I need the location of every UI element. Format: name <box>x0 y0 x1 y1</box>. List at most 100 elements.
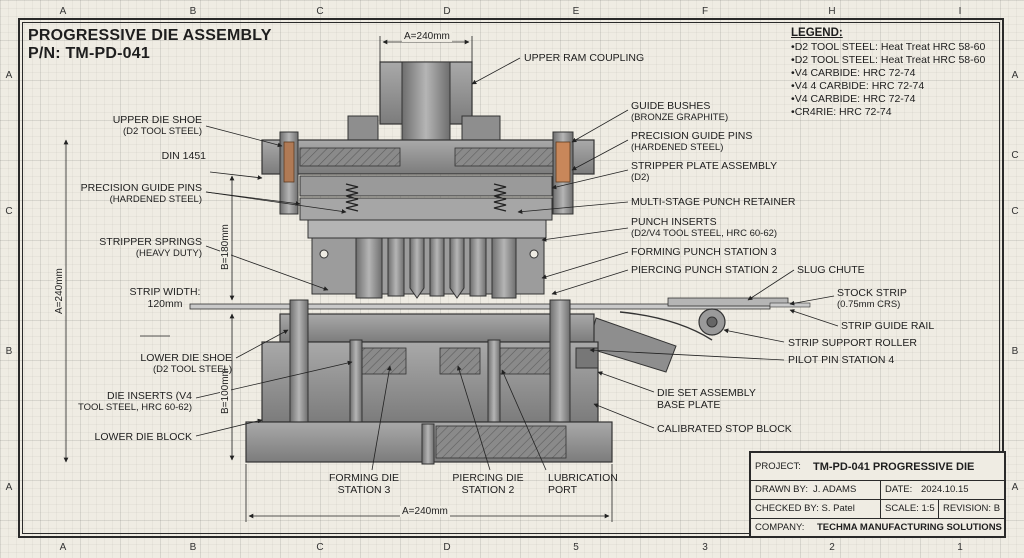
zone-bottom: 5 <box>573 542 579 553</box>
label-sub: (0.75mm CRS) <box>837 299 901 310</box>
label-text: GUIDE BUSHES <box>631 100 711 112</box>
label-text: FORMING DIE <box>329 472 399 484</box>
zone-top: E <box>572 6 580 17</box>
lower-die-block <box>261 341 599 423</box>
zone-right: C <box>1011 150 1019 161</box>
stock-strip <box>189 297 811 310</box>
label-guide-bushes: GUIDE BUSHES (BRONZE GRAPHITE) <box>631 100 728 124</box>
label-text: PRECISION GUIDE PINS <box>631 130 753 142</box>
revision: REVISION: B <box>939 499 1004 518</box>
label-stripper-plate-assembly: STRIPPER PLATE ASSEMBLY (D2) <box>631 160 777 184</box>
zone-left: B <box>5 346 13 357</box>
strip-width-label: STRIP WIDTH: 120mm <box>120 286 210 310</box>
zone-bottom: D <box>443 542 451 553</box>
label-precision-guide-pins-right: PRECISION GUIDE PINS (HARDENED STEEL) <box>631 130 752 154</box>
company-value: TECHMA MANUFACTURING SOLUTIONS <box>817 521 1002 533</box>
label-calibrated-stop-block: CALIBRATED STOP BLOCK <box>657 423 792 435</box>
stripper-plate-assembly <box>299 175 553 239</box>
label-sub: STATION 2 <box>461 484 515 496</box>
label-text: DIE SET ASSEMBLY <box>657 387 756 399</box>
scale: SCALE: 1:5 <box>881 499 939 518</box>
project-label: PROJECT: <box>755 461 801 472</box>
drawing-border <box>18 18 1004 538</box>
zone-top: C <box>316 6 324 17</box>
zone-left: C <box>5 206 13 217</box>
lower-guide-pins <box>289 299 571 425</box>
label-pilot-pin-station-4: PILOT PIN STATION 4 <box>788 354 895 366</box>
title-block-drawn-row: DRAWN BY: J. ADAMS DATE: 2024.10.15 <box>751 480 1004 500</box>
legend-heading: LEGEND: <box>791 27 843 39</box>
guide-bush-icon <box>555 141 571 183</box>
strip-width-text: STRIP WIDTH: <box>129 286 201 298</box>
zone-top: A <box>59 6 67 17</box>
zone-left: A <box>5 482 13 493</box>
label-text: PRECISION GUIDE PINS <box>80 182 202 194</box>
zone-top: D <box>443 6 451 17</box>
label-text: PUNCH INSERTS <box>631 216 717 228</box>
legend-item: V4 CARBIDE: HRC 72-74 <box>791 67 985 80</box>
label-text: STOCK STRIP <box>837 287 907 299</box>
zone-right: B <box>1011 346 1019 357</box>
leader-lines <box>195 57 839 471</box>
label-slug-chute: SLUG CHUTE <box>797 264 865 276</box>
label-din: DIN 1451 <box>161 150 206 162</box>
label-sub: (HARDENED STEEL) <box>109 194 202 205</box>
title-block: PROJECT: TM-PD-041 PROGRESSIVE DIE DRAWN… <box>749 451 1006 538</box>
company-label: COMPANY: <box>755 521 805 533</box>
strip-width-value: 120mm <box>147 298 183 310</box>
punch-inserts <box>355 237 517 299</box>
label-text: STRIPPER SPRINGS <box>99 236 202 248</box>
zone-bottom: 2 <box>829 542 835 553</box>
legend-item: V4 CARBIDE: HRC 72-74 <box>791 93 985 106</box>
date-value: 2024.10.15 <box>921 484 969 495</box>
lower-die-shoe <box>279 313 595 343</box>
legend-item: V4 4 CARBIDE: HRC 72-74 <box>791 80 985 93</box>
label-piercing-punch-station-2: PIERCING PUNCH STATION 2 <box>631 264 778 276</box>
label-sub: (D2 TOOL STEEL) <box>122 126 202 137</box>
label-sub: TOOL STEEL, HRC 60-62) <box>77 402 192 413</box>
dim-total-height: A=240mm <box>54 266 65 316</box>
label-strip-support-roller: STRIP SUPPORT ROLLER <box>788 337 917 349</box>
legend-item: CR4RIE: HRC 72-74 <box>791 106 985 119</box>
drawing-title: PROGRESSIVE DIE ASSEMBLY P/N: TM-PD-041 <box>28 27 272 63</box>
scale-value: 1:5 <box>921 503 935 514</box>
label-text: STRIPPER PLATE ASSEMBLY <box>631 160 778 172</box>
date-label: DATE: <box>885 484 913 495</box>
drawn-value: J. ADAMS <box>809 480 881 499</box>
zone-bottom: 3 <box>702 542 708 553</box>
label-punch-inserts: PUNCH INSERTS (D2/V4 TOOL STEEL, HRC 60-… <box>631 216 777 240</box>
label-sub: (D2 TOOL STEEL) <box>152 364 232 375</box>
label-sub: (BRONZE GRAPHITE) <box>631 112 729 123</box>
label-piercing-die: PIERCING DIE STATION 2 <box>446 472 530 496</box>
label-die-set-assembly: DIE SET ASSEMBLY BASE PLATE <box>657 387 756 411</box>
label-die-inserts: DIE INSERTS (V4 TOOL STEEL, HRC 60-62) <box>60 390 192 414</box>
label-multi-stage-punch-retainer: MULTI-STAGE PUNCH RETAINER <box>631 196 796 208</box>
checked-label: CHECKED BY: <box>755 503 819 514</box>
zone-right: C <box>1011 206 1019 217</box>
zone-top: H <box>828 6 836 17</box>
label-strip-guide-rail: STRIP GUIDE RAIL <box>841 320 935 332</box>
die-set-base-plate <box>245 421 613 465</box>
label-forming-die: FORMING DIE STATION 3 <box>322 472 406 496</box>
label-sub: (HEAVY DUTY) <box>135 248 202 259</box>
zone-left: A <box>5 70 13 81</box>
zone-bottom: A <box>59 542 67 553</box>
dim-bottom-width: A=240mm <box>400 506 450 517</box>
label-sub: (D2/V4 TOOL STEEL, HRC 60-62) <box>631 228 778 239</box>
title-line-1: PROGRESSIVE DIE ASSEMBLY <box>28 27 272 44</box>
label-sub: BASE PLATE <box>657 399 721 411</box>
label-lower-die-block: LOWER DIE BLOCK <box>94 431 192 443</box>
part-number: P/N: TM-PD-041 <box>28 45 150 62</box>
legend-item: D2 TOOL STEEL: Heat Treat HRC 58-60 <box>791 54 986 67</box>
checked-value: S. Patel <box>821 503 855 514</box>
label-upper-die-shoe: UPPER DIE SHOE (D2 TOOL STEEL) <box>70 114 202 138</box>
guide-posts <box>279 131 574 215</box>
label-stripper-springs: STRIPPER SPRINGS (HEAVY DUTY) <box>70 236 202 260</box>
scale-label: SCALE: <box>885 503 919 514</box>
label-text: LOWER DIE SHOE <box>140 352 232 364</box>
strip-support-roller-icon <box>698 308 726 336</box>
checked-by: CHECKED BY: S. Patel <box>751 499 881 518</box>
label-sub: STATION 3 <box>337 484 391 496</box>
